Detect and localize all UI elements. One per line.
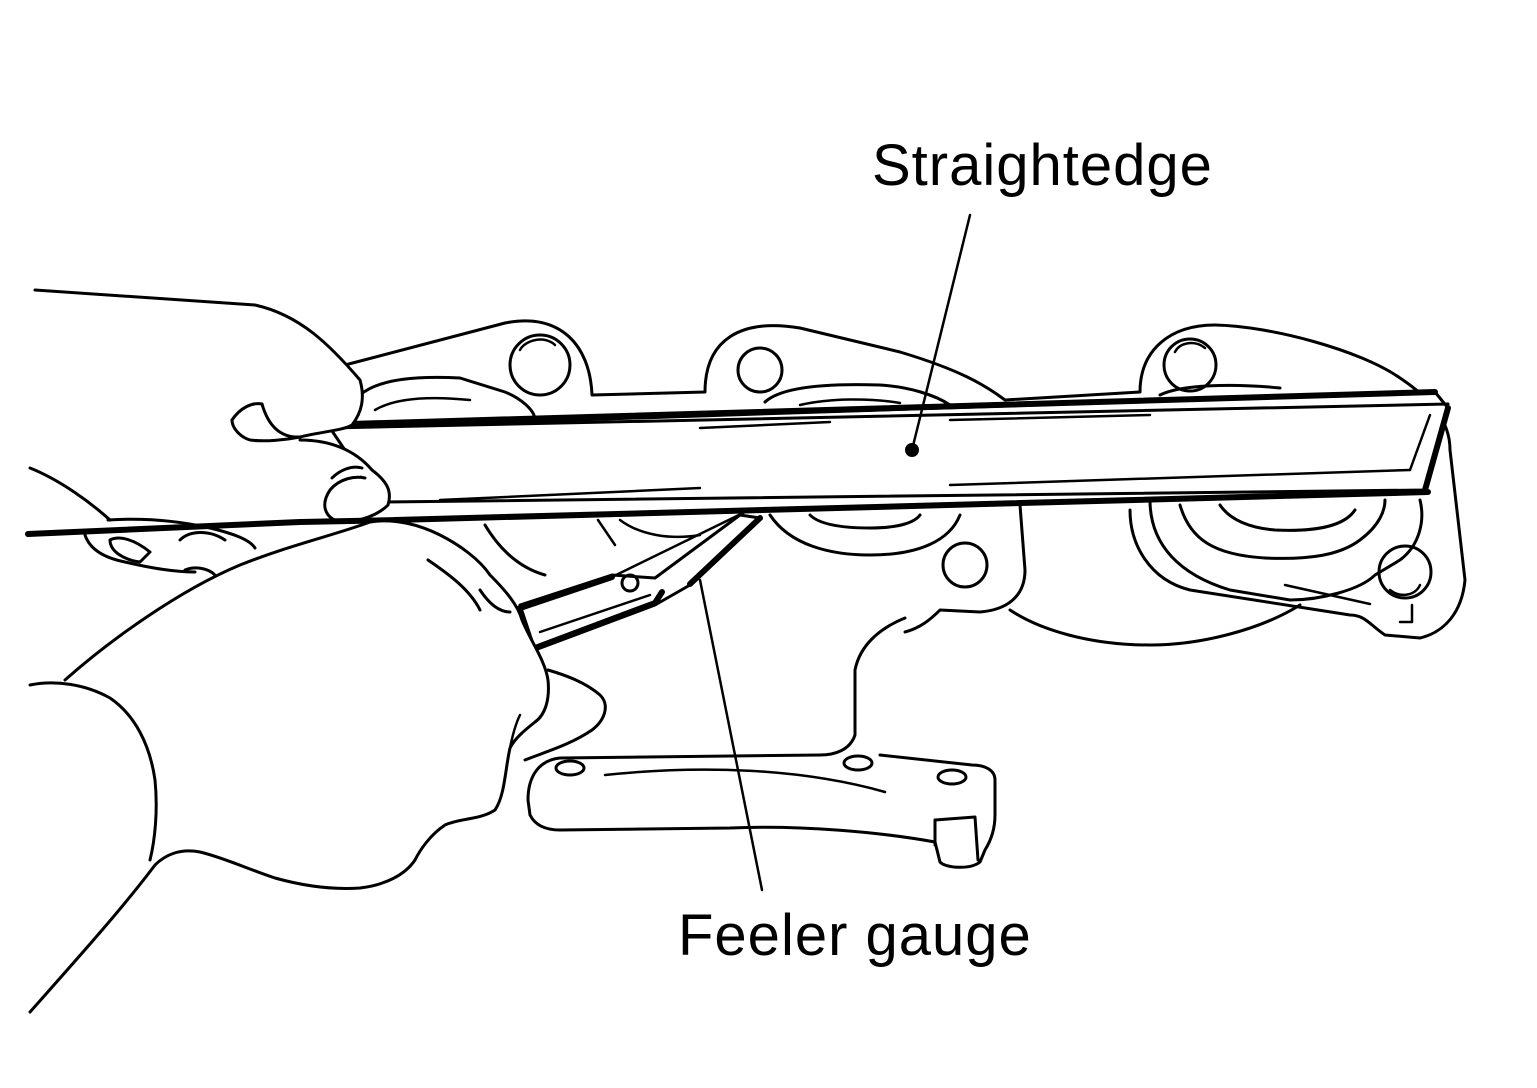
exhaust-manifold	[343, 319, 1467, 869]
straightedge-leader-dot	[905, 443, 919, 457]
hands	[25, 288, 607, 1014]
leader-lines	[698, 213, 972, 892]
straightedge	[328, 389, 1451, 523]
straightedge-leader	[910, 213, 972, 452]
feeler-gauge-label: Feeler gauge	[678, 903, 1032, 968]
feeler-gauge-leader	[698, 578, 764, 892]
feeler-gauge	[517, 510, 763, 652]
straightedge-label: Straightedge	[872, 133, 1213, 198]
